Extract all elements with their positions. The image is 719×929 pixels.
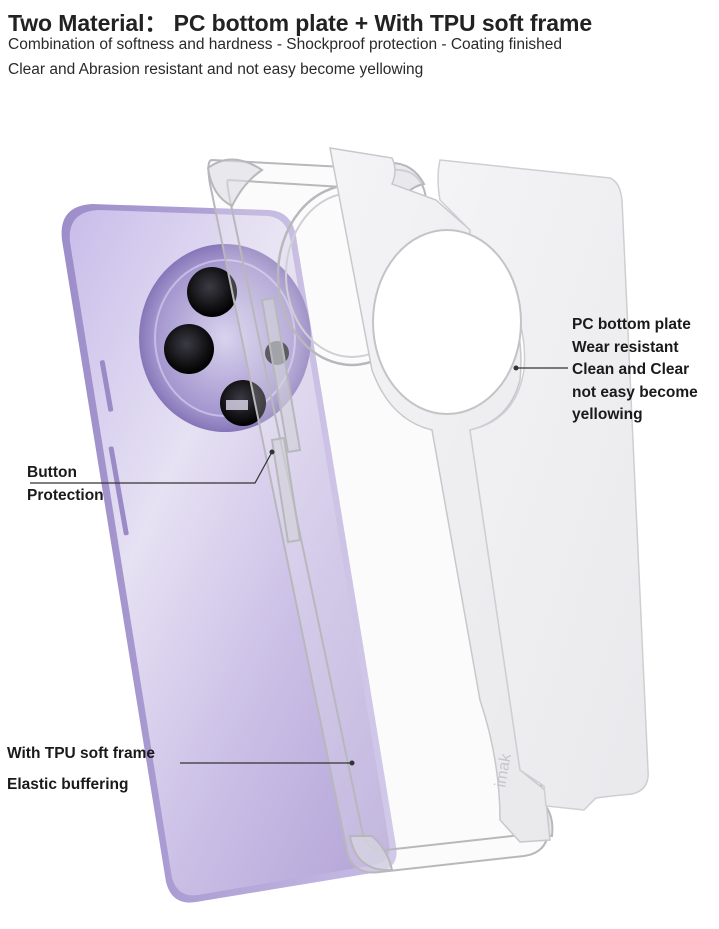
pc-plate: imak: [329, 147, 649, 843]
callout-pc-line-1: PC bottom plate: [572, 316, 691, 333]
subtitle-line-2: Clear and Abrasion resistant and not eas…: [8, 61, 424, 78]
callout-pc-line-4: not easy become: [572, 383, 698, 401]
callout-button-line-1: Button: [27, 464, 77, 481]
callout-pc-line-3: Clean and Clear: [572, 361, 690, 378]
subtitle-line-1: Combination of softness and hardness - S…: [8, 36, 563, 53]
page-title: Two Material： PC bottom plate + With TPU…: [8, 10, 593, 36]
callout-button-protection: Button Protection: [27, 462, 104, 507]
callout-tpu-frame: With TPU soft frame Elastic buffering: [7, 738, 155, 800]
callout-pc-line-5: yellowing: [572, 406, 643, 423]
case-logo: imak: [492, 751, 515, 788]
callout-pc-line-2: Wear resistant: [572, 338, 679, 356]
callout-button-line-2: Protection: [27, 486, 104, 504]
tpu-frame: [206, 158, 554, 874]
callout-tpu-line-2: Elastic buffering: [7, 776, 129, 793]
lens-left: [164, 324, 214, 374]
callout-tpu-line-1: With TPU soft frame: [7, 745, 155, 762]
lens-top: [187, 267, 237, 317]
callout-lines: [30, 365, 568, 766]
callout-pc-plate: PC bottom plate Wear resistant Clean and…: [572, 314, 698, 427]
button-leader-line: [30, 451, 273, 484]
